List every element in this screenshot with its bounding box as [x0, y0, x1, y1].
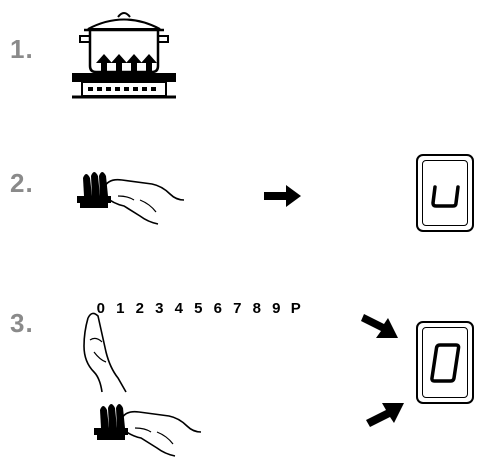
- display-segment-0-icon: [430, 342, 461, 383]
- scale-level-7: 7: [233, 300, 242, 317]
- step-1-number: 1.: [10, 34, 34, 64]
- scale-level-3: 3: [155, 300, 164, 317]
- scale-level-5: 5: [194, 300, 203, 317]
- power-level-scale: 0 1 2 3 4 5 6 7 8 9 P: [91, 300, 306, 317]
- scale-level-0: 0: [96, 300, 105, 317]
- display-zero: [416, 321, 474, 404]
- scale-level-6: 6: [213, 300, 222, 317]
- scale-level-4: 4: [174, 300, 183, 317]
- step-2-number: 2.: [10, 168, 34, 198]
- display-u: [416, 154, 474, 232]
- scale-level-p: P: [290, 300, 301, 317]
- scale-level-8: 8: [252, 300, 261, 317]
- scale-level-2: 2: [135, 300, 144, 317]
- scale-level-9: 9: [272, 300, 281, 317]
- display-segment-u-icon: [431, 185, 460, 208]
- scale-level-1: 1: [116, 300, 125, 317]
- step-3-number: 3.: [10, 308, 34, 338]
